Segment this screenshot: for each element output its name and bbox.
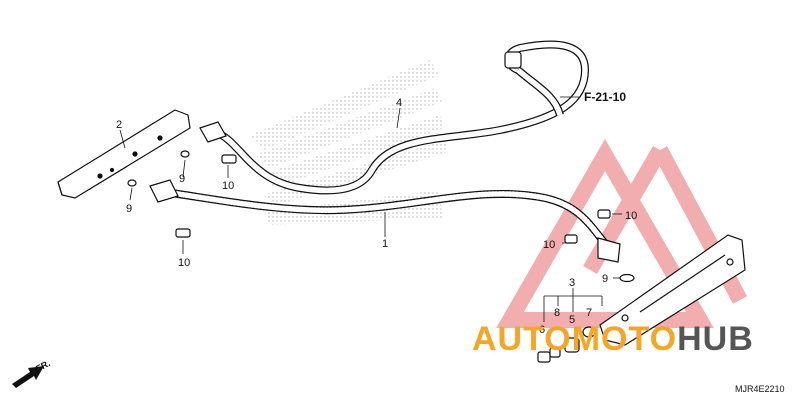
- callout-1: 1: [382, 238, 388, 250]
- part-2-bracket: [57, 109, 191, 199]
- leader-lines: [119, 96, 622, 322]
- callout-10-right-upper: 10: [625, 210, 637, 222]
- callout-9-left: 9: [126, 203, 132, 215]
- svg-text:AUTOMOTOHUB: AUTOMOTOHUB: [472, 320, 754, 358]
- part-9-washer-left: [127, 150, 635, 283]
- callout-10-lower: 10: [178, 257, 190, 269]
- right-mounting-bracket: [599, 234, 746, 346]
- callout-6: 6: [539, 324, 545, 336]
- callout-8: 8: [554, 307, 560, 319]
- reference-label: F-21-10: [584, 90, 626, 104]
- part-1-hose-lower: [149, 179, 621, 263]
- watermark-text-hub: HUB: [677, 320, 754, 358]
- callout-7: 7: [586, 307, 592, 319]
- callout-10-upper: 10: [222, 180, 234, 192]
- callout-5: 5: [569, 314, 575, 326]
- part-10-bolts: [175, 154, 611, 244]
- callout-9-right: 9: [602, 273, 608, 285]
- watermark-text-moto: MOTO: [572, 320, 677, 358]
- direction-label: FR.: [34, 358, 51, 374]
- callout-3: 3: [569, 277, 575, 289]
- front-direction-arrow: FR.: [12, 358, 52, 388]
- drawing-code: MJR4E2210: [735, 384, 785, 394]
- small-fittings: [537, 326, 596, 363]
- callout-4: 4: [396, 97, 402, 109]
- watermark-text-auto: AUTO: [472, 320, 572, 358]
- callout-2: 2: [116, 119, 122, 131]
- callout-9-mid: 9: [179, 173, 185, 185]
- part-4-hose-upper: [199, 40, 590, 195]
- callout-10-right-lower: 10: [543, 239, 555, 251]
- background-wing-emblem: [250, 60, 448, 225]
